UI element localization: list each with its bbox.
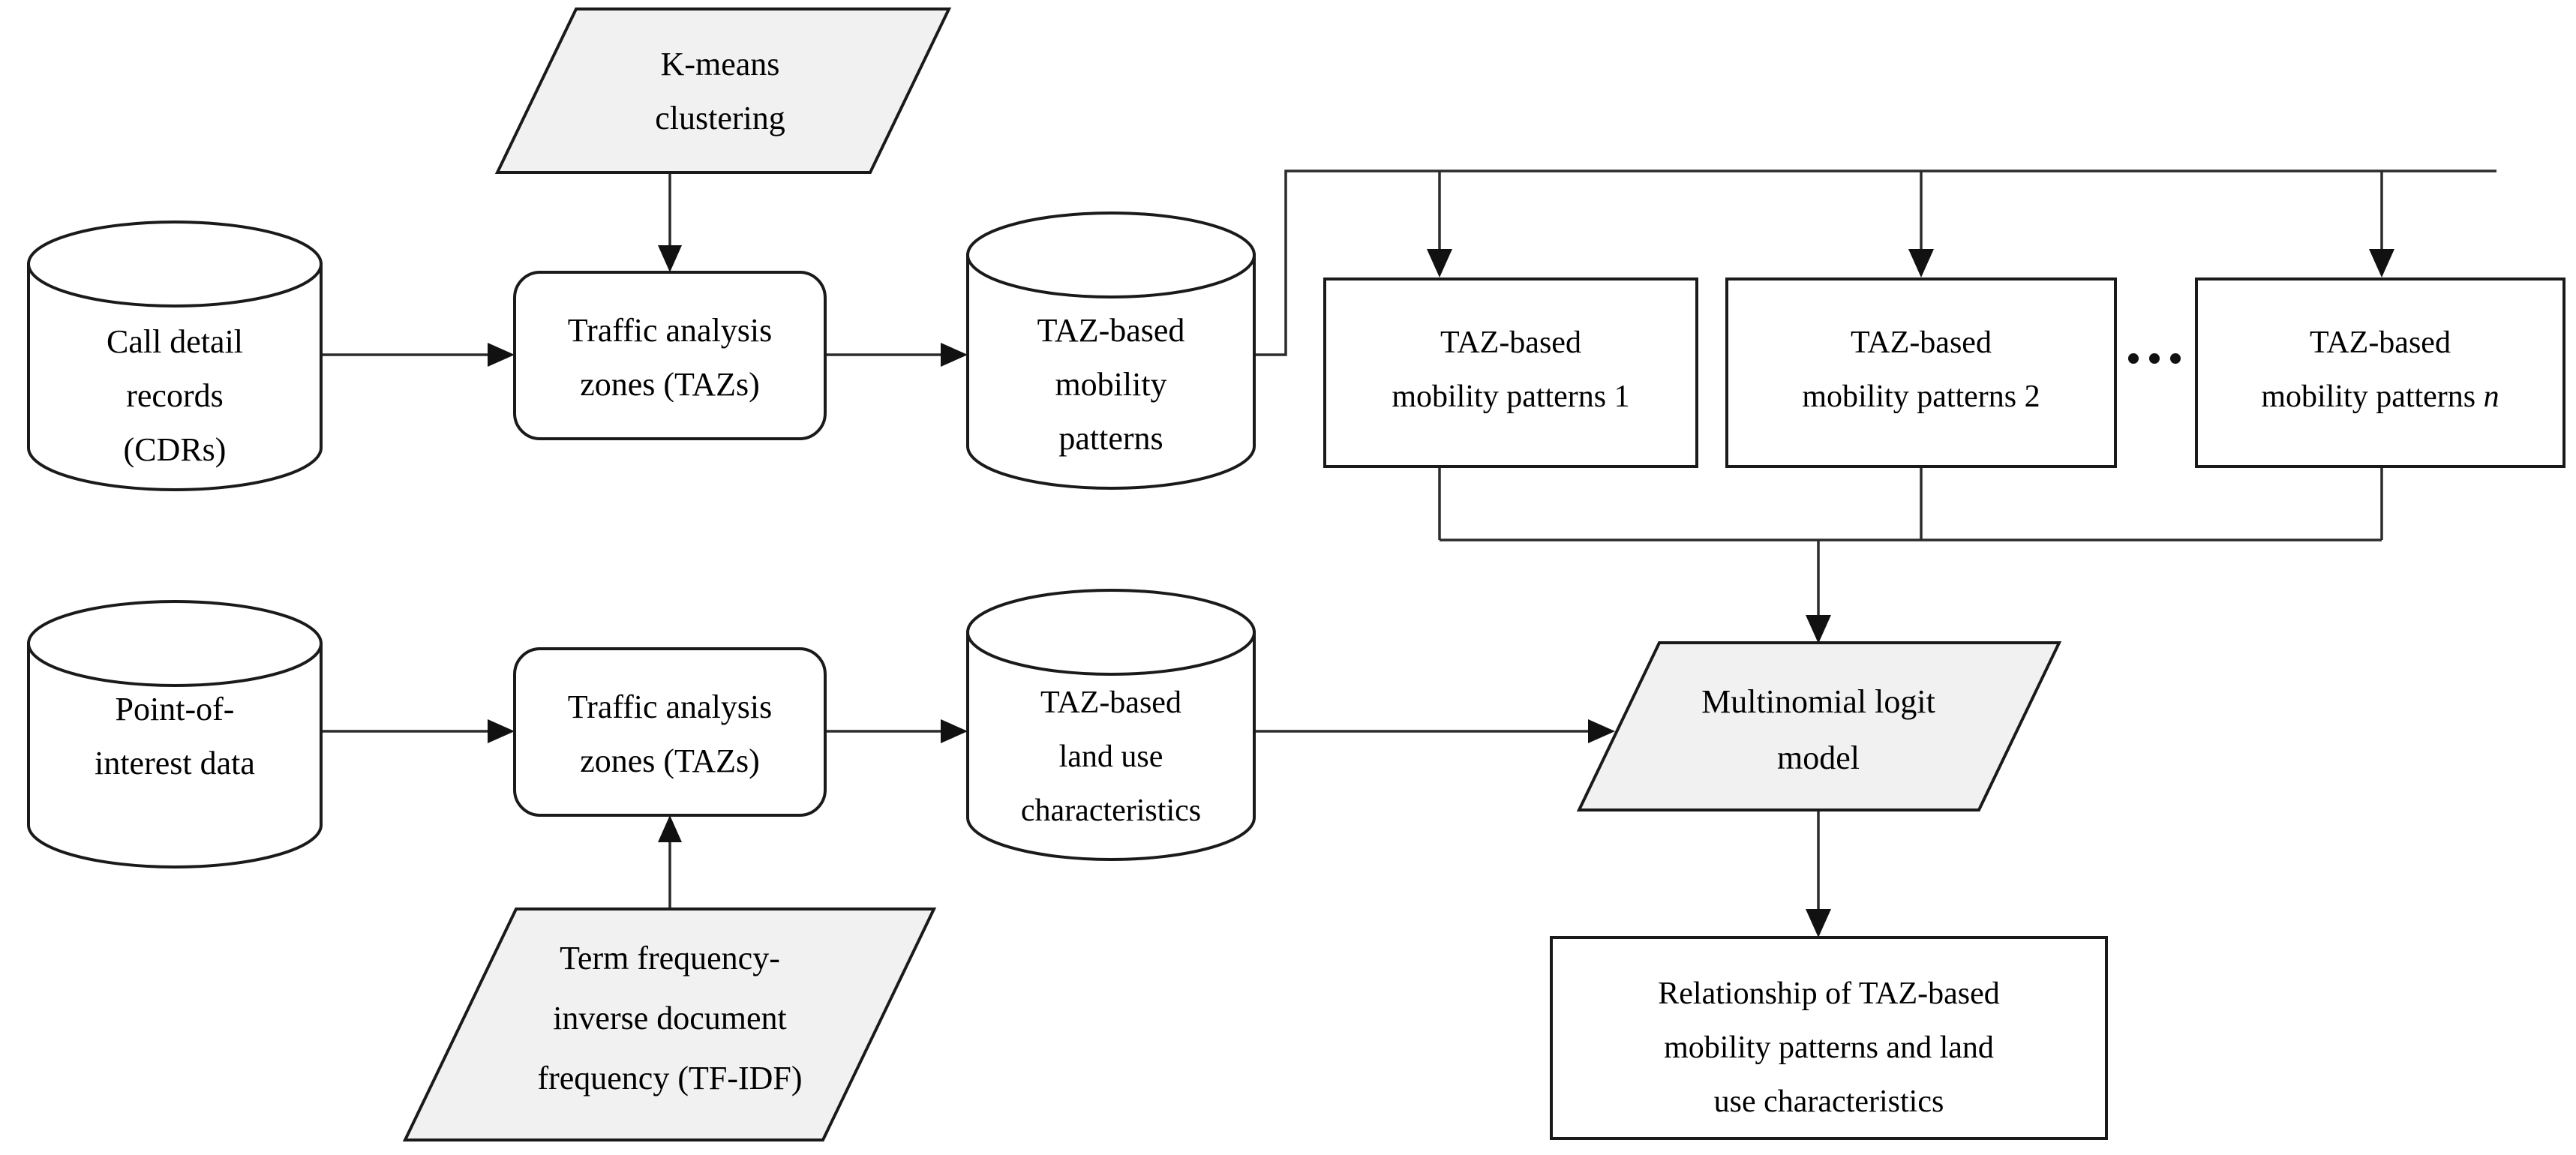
cdr-line-3: (CDRs) [124,431,227,468]
node-point-of-interest-data[interactable]: Point-of- interest data [27,600,323,868]
connectors-layer [321,170,2496,938]
pattern1-line-2: mobility patterns 1 [1392,380,1629,414]
taz-top-line-1: Traffic analysis [568,312,773,349]
edge-tazbottom-to-landusedb [825,719,968,743]
edge-mobilitydb-to-bus [1254,170,2496,356]
patternN-line-1: TAZ-based [2310,326,2451,360]
edge-mnl-to-result [1806,810,1831,938]
node-traffic-analysis-zones-top[interactable]: Traffic analysis zones (TAZs) [513,271,827,440]
edge-bus-to-patternN [2369,171,2394,278]
edge-taztop-to-mobilitydb [825,343,968,367]
cdr-line-2: records [126,377,224,414]
mnl-line-2: model [1777,740,1860,776]
node-result-relationship[interactable]: Relationship of TAZ-based mobility patte… [1550,936,2108,1140]
node-tfidf[interactable]: Term frequency- inverse document frequen… [402,908,937,1142]
taz-bottom-line-2: zones (TAZs) [580,742,760,779]
pattern2-line-1: TAZ-based [1851,326,1992,360]
mnl-line-1: Multinomial logit [1701,683,1935,720]
node-mobility-patterns-n[interactable]: TAZ-based mobility patterns n [2195,278,2565,468]
node-call-detail-records[interactable]: Call detail records (CDRs) [27,220,323,491]
taz-top-line-2: zones (TAZs) [580,366,760,403]
landuse-line-3: characteristics [1021,794,1201,828]
node-traffic-analysis-zones-bottom[interactable]: Traffic analysis zones (TAZs) [513,647,827,817]
result-line-1: Relationship of TAZ-based [1658,976,1999,1011]
edge-bus-to-pattern1 [1427,171,1452,278]
node-kmeans-clustering[interactable]: K-means clustering [494,8,952,174]
kmeans-line-1: K-means [661,46,780,82]
poi-line-2: interest data [95,745,255,782]
landuse-line-1: TAZ-based [1040,686,1181,720]
mobility-db-line-3: patterns [1058,420,1163,457]
landuse-line-2: land use [1059,740,1163,774]
node-mobility-patterns-2[interactable]: TAZ-based mobility patterns 2 [1725,278,2117,468]
edge-tfidf-to-tazbottom [658,815,682,909]
taz-bottom-line-1: Traffic analysis [568,688,773,725]
patternN-italic-n: n [2484,380,2499,414]
mobility-db-line-1: TAZ-based [1037,312,1185,349]
edge-cdr-to-taztop [321,343,515,367]
node-multinomial-logit-model[interactable]: Multinomial logit model [1576,641,2062,812]
tfidf-line-1: Term frequency- [560,940,780,976]
edge-lowerbus-to-mnl [1806,540,1831,644]
edge-kmeans-to-taztop [658,172,682,272]
mobility-db-line-2: mobility [1055,366,1166,403]
pattern1-line-1: TAZ-based [1440,326,1581,360]
ellipsis-icon [2128,353,2181,364]
patternN-line-2-text: mobility patterns [2261,380,2483,414]
edge-bus-to-pattern2 [1908,171,1934,278]
node-mobility-patterns-db[interactable]: TAZ-based mobility patterns [966,212,1256,490]
edge-poi-to-tazbottom [321,719,515,743]
node-mobility-patterns-1[interactable]: TAZ-based mobility patterns 1 [1323,278,1698,468]
result-line-2: mobility patterns and land [1664,1030,1994,1065]
patternN-line-2: mobility patterns n [2261,380,2499,414]
cdr-line-1: Call detail [107,323,243,360]
tfidf-line-3: frequency (TF-IDF) [537,1060,802,1096]
tfidf-line-2: inverse document [553,1000,787,1036]
kmeans-line-2: clustering [655,100,785,136]
poi-line-1: Point-of- [116,691,235,728]
result-line-3: use characteristics [1714,1084,1944,1119]
node-land-use-db[interactable]: TAZ-based land use characteristics [966,589,1256,861]
edge-landusedb-to-mnl [1254,719,1615,743]
pattern2-line-2: mobility patterns 2 [1802,380,2040,414]
